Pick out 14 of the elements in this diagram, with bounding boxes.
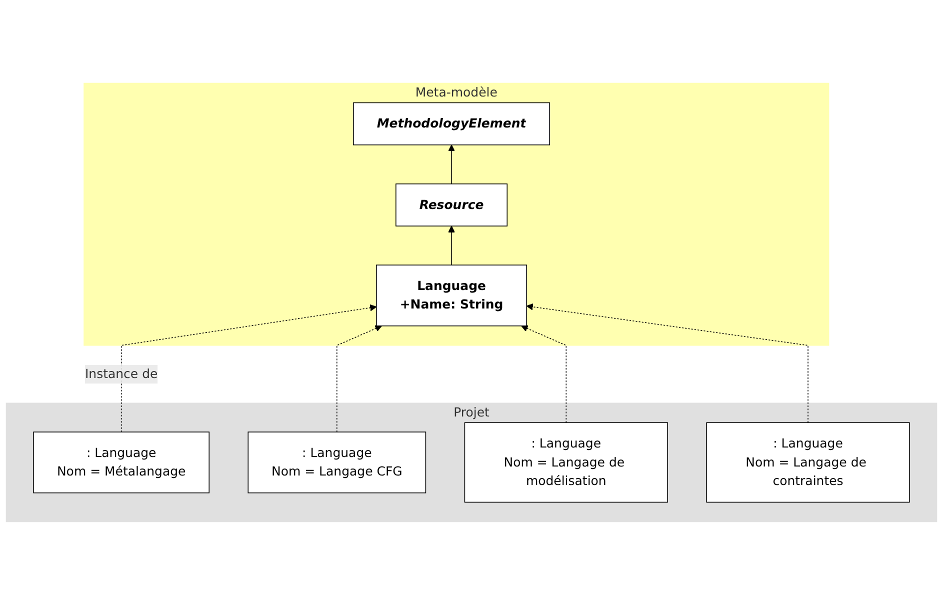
arrow bbox=[521, 325, 567, 424]
arrow bbox=[448, 226, 455, 266]
arrow bbox=[448, 144, 455, 184]
node-box: Resource bbox=[396, 184, 508, 226]
node-box: MethodologyElement bbox=[353, 102, 550, 146]
node-box: : Language Nom = Langage de modélisation bbox=[464, 422, 668, 503]
node-box: Language +Name: String bbox=[376, 264, 527, 326]
node-box: : Language Nom = Langage de contraintes bbox=[706, 422, 910, 503]
node-box: : Language Nom = Métalangage bbox=[33, 432, 210, 494]
arrow bbox=[120, 304, 377, 432]
arrow bbox=[336, 325, 382, 432]
edge-label: Instance de bbox=[84, 366, 158, 382]
arrow bbox=[526, 303, 808, 424]
node-box: : Language Nom = Langage CFG bbox=[248, 432, 426, 494]
